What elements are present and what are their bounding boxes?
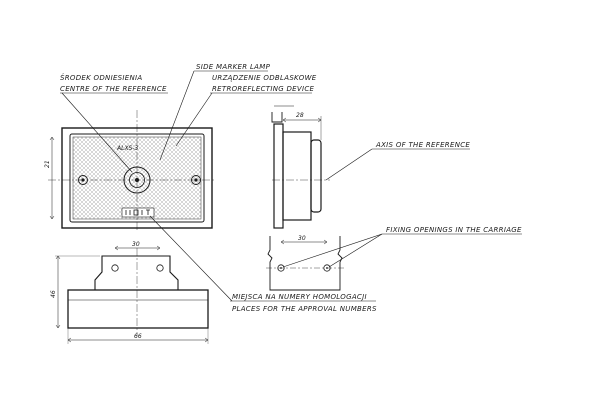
fixing-dim-arrows	[280, 239, 328, 245]
approval-label-pl: MIEJSCA NA NUMERY HOMOLOGACJI	[232, 293, 367, 301]
axis-ref-leader	[325, 148, 373, 181]
left-fixing-hole	[277, 264, 285, 272]
carriage-section-outline	[267, 236, 343, 291]
side-lens-profile	[310, 139, 322, 213]
bottom-right-hole	[156, 264, 164, 272]
height-dim-arrows	[49, 136, 55, 220]
fixing-callout: FIXING OPENINGS IN THE CARRIAGE	[282, 226, 522, 268]
bottom-width-dim-value: 66	[134, 333, 142, 340]
ref-center-label-pl: ŚRODEK ODNIESIENIA	[60, 73, 143, 82]
bottom-spacing-dim-value: 30	[132, 241, 140, 248]
retro-label-pl: URZĄDZENIE ODBLASKOWE	[212, 74, 317, 82]
fixing-leader-left	[282, 233, 383, 268]
bottom-view: 30 46 66	[50, 241, 209, 344]
front-view: ALXS-3 21	[44, 110, 215, 232]
height-dim-value: 21	[44, 160, 51, 168]
side-marker-label: SIDE MARKER LAMP	[196, 63, 271, 71]
fixing-label: FIXING OPENINGS IN THE CARRIAGE	[386, 226, 522, 234]
reference-center-callout: ŚRODEK ODNIESIENIA CENTRE OF THE REFEREN…	[60, 73, 168, 173]
side-mounting-plate	[273, 123, 284, 229]
side-marker-callout: SIDE MARKER LAMP	[159, 63, 271, 161]
bottom-left-hole	[111, 264, 119, 272]
side-bracket-top	[271, 112, 283, 123]
ref-center-leader	[61, 92, 133, 173]
approval-numbers-callout: MIEJSCA NA NUMERY HOMOLOGACJI PLACES FOR…	[149, 215, 377, 313]
lamp-mark-text: ALXS-3	[116, 145, 139, 152]
retro-leader	[175, 92, 213, 147]
side-body	[282, 131, 312, 221]
axis-reference-callout: AXIS OF THE REFERENCE	[325, 141, 470, 181]
bottom-spacing-dim-arrows	[114, 245, 161, 251]
bottom-bracket	[94, 255, 179, 291]
fixing-openings-view: 30	[266, 235, 344, 291]
approval-leader	[149, 215, 233, 302]
retroreflecting-callout: URZĄDZENIE ODBLASKOWE RETROREFLECTING DE…	[175, 74, 317, 147]
fixing-leader-right	[328, 233, 383, 268]
fixing-dim-value: 30	[298, 235, 306, 242]
retro-label-en: RETROREFLECTING DEVICE	[212, 85, 315, 93]
approval-number-glyphs	[125, 209, 150, 216]
side-view: 28	[271, 105, 330, 229]
bottom-body	[67, 289, 209, 329]
depth-dim-value: 28	[296, 112, 304, 119]
ref-center-label-en: CENTRE OF THE REFERENCE	[60, 85, 167, 93]
approval-label-en: PLACES FOR THE APPROVAL NUMBERS	[232, 305, 377, 313]
depth-dim-arrows	[282, 117, 322, 123]
side-marker-leader	[159, 70, 195, 161]
axis-ref-label: AXIS OF THE REFERENCE	[375, 141, 470, 149]
bottom-height-dim-value: 46	[50, 290, 57, 298]
